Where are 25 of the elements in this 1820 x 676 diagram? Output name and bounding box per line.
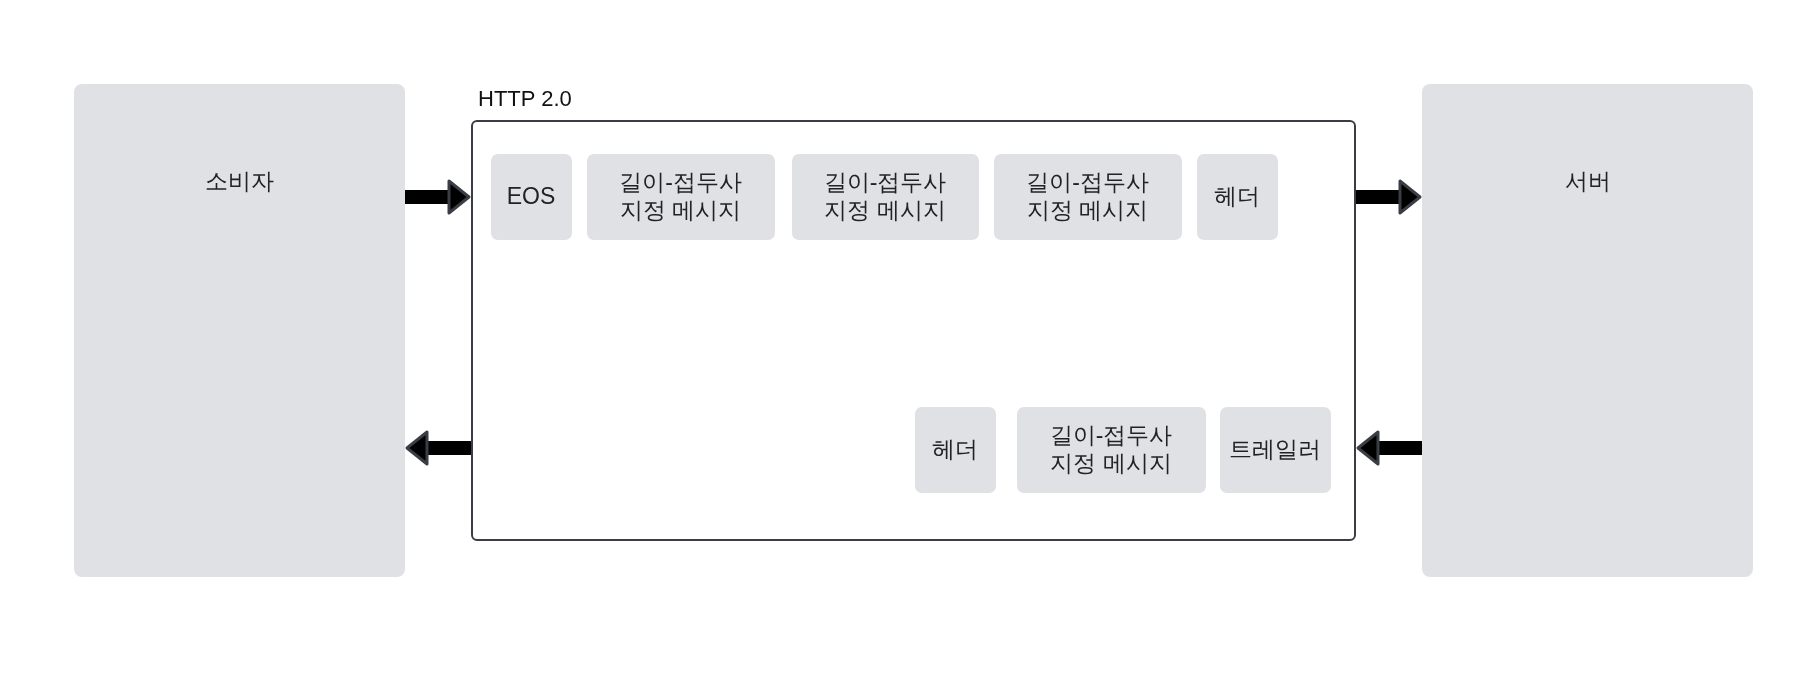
frame-block: [586, 153, 775, 240]
node-label: 길이-접두사 지정 메시지: [822, 168, 948, 225]
frame-block: [490, 153, 572, 240]
block-arrow: [1356, 179, 1422, 215]
node-label: 트레일러: [1229, 435, 1321, 464]
node-label: 길이-접두사 지정 메시지: [1048, 421, 1174, 478]
frame-block: [993, 153, 1182, 240]
block-arrow: [405, 179, 471, 215]
frame-block: [1219, 406, 1331, 493]
block-arrow: [405, 430, 471, 466]
node-label: 헤더: [932, 435, 978, 464]
node-label: EOS: [506, 182, 556, 211]
node-label: 소비자: [205, 168, 274, 196]
endpoint-panel: [1422, 84, 1753, 577]
node-label: 길이-접두사 지정 메시지: [1025, 168, 1150, 225]
node-label: 서버: [1564, 168, 1611, 196]
frame-block: [1196, 153, 1278, 240]
frame-block: [914, 406, 996, 493]
frame-title: HTTP 2.0: [478, 86, 572, 112]
node-label: 길이-접두사 지정 메시지: [618, 168, 743, 225]
block-arrow: [1356, 430, 1422, 466]
endpoint-panel: [74, 84, 405, 577]
node-label: 헤더: [1214, 182, 1260, 211]
frame-block: [791, 153, 979, 240]
frame-block: [1016, 406, 1206, 493]
